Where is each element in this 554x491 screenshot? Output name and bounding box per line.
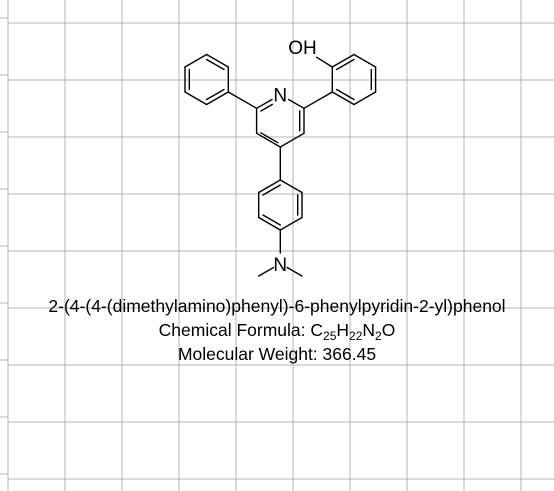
dimethylaminophenyl-ring [258,179,303,231]
molecular-weight: Molecular Weight: 366.45 [177,344,377,364]
formula-atom-h: H22 [336,320,363,343]
n-methyl-left-bond [258,266,275,277]
n-methyl-right-bond [286,266,303,277]
phenyl-pyridine-bond [227,91,258,110]
compound-name: 2-(4-(4-(dimethylamino)phenyl)-6-phenylp… [48,296,506,316]
pyridine-phenol-bond [303,91,333,110]
left-ruler [0,17,8,475]
background-grid [7,0,554,491]
formula-atom-c: C25 [310,320,337,343]
pyridine-ring [255,98,305,148]
formula-atom-o: O [381,320,396,340]
formula-label: Chemical Formula: [158,320,311,340]
hydroxyl-label: OH [288,38,317,59]
phenol-ring [331,53,377,106]
chemical-formula: Chemical Formula: C25H22N2O [0,319,554,343]
chemical-structure[interactable]: N OH N [184,38,377,277]
phenyl-ring [184,53,230,106]
formula-atom-n: N2 [362,320,382,343]
pyridine-nitrogen-label: N [273,86,287,107]
amine-nitrogen-label: N [273,255,287,276]
hydroxyl-bond [315,56,333,68]
